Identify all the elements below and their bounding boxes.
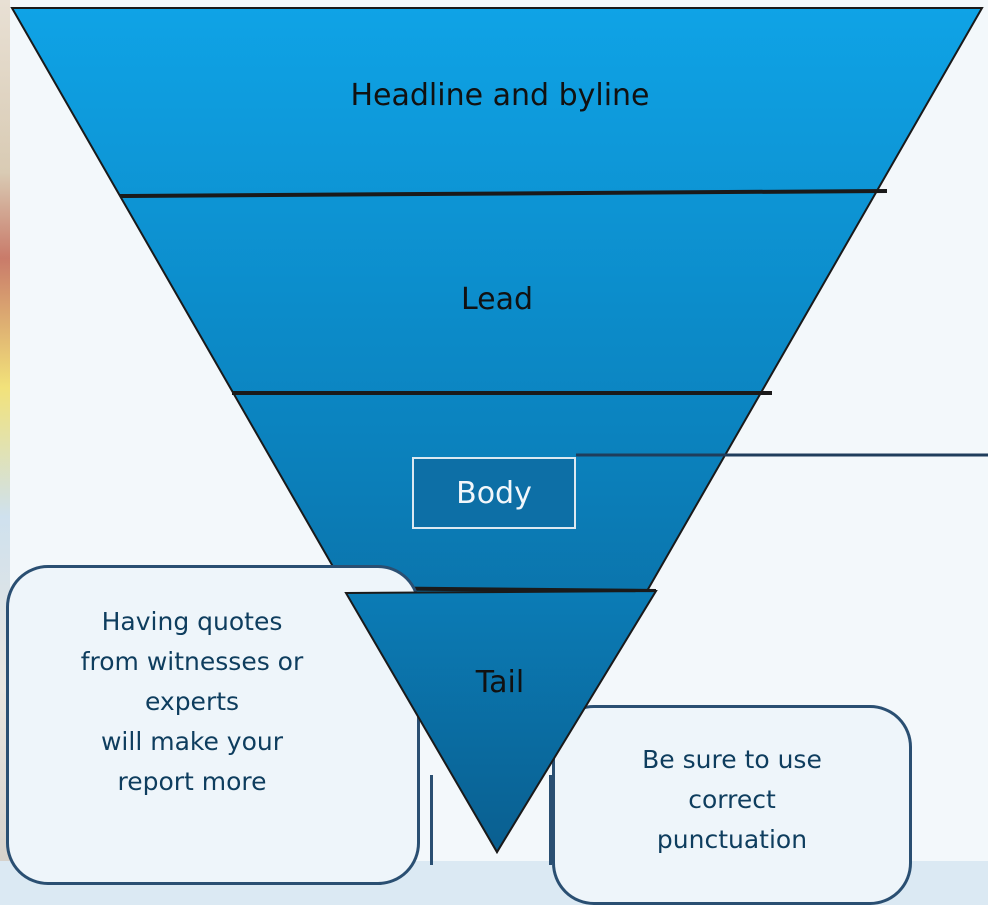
callout-quotes: Having quotes from witnesses or experts … — [6, 565, 420, 885]
callout-punctuation-text: Be sure to use correct punctuation — [642, 745, 822, 854]
layer-label-lead: Lead — [460, 282, 534, 317]
layer-label-tail: Tail — [475, 665, 525, 700]
callout-quotes-text: Having quotes from witnesses or experts … — [80, 607, 304, 796]
background-image-strip — [0, 0, 10, 861]
layer-label-headline: Headline and byline — [350, 78, 650, 113]
inverted-pyramid-diagram — [10, 7, 988, 855]
callout-punctuation: Be sure to use correct punctuation — [552, 705, 912, 905]
callout-connector — [430, 775, 552, 865]
layer-label-body: Body — [412, 457, 576, 529]
divider-line-1 — [119, 189, 888, 198]
pyramid-shape — [10, 7, 984, 855]
